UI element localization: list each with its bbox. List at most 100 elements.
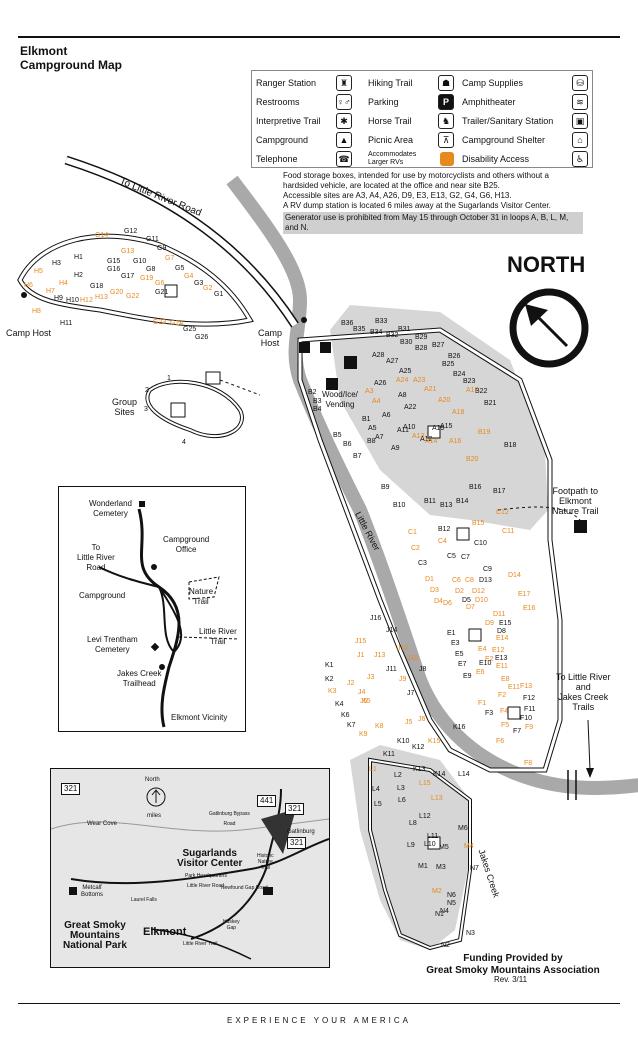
region-huskey: Huskey Gap [223,919,240,931]
campsite-label: B22 [475,388,488,395]
restroom-icon-c [456,527,470,541]
campsite-label: F7 [513,728,522,735]
region-north: North [145,777,160,783]
campsite-label: E14 [496,635,509,642]
restroom-icon: ♀♂ [336,94,352,110]
campsite-label: E10 [479,660,492,667]
campsite-label: F3 [485,710,494,717]
campsite-label: E17 [518,591,531,598]
campsite-label: D5 [462,597,471,604]
restroom-icon-g [164,284,178,298]
campsite-label: G1 [214,291,224,298]
supplies-icon: ⛁ [572,75,588,91]
campsite-label: B23 [463,378,476,385]
campsite-label: J6 [418,716,426,723]
campsite-label: E3 [451,640,460,647]
campsite-label: E13 [495,655,508,662]
campsite-label: K14 [433,771,446,778]
campsite-label: N2 [441,942,450,949]
campsite-label: J1 [357,652,365,659]
campsite-label: A12 [420,436,433,443]
restroom-icon-group [170,402,186,418]
campsite-label: G23 [153,319,167,326]
campsite-label: J10 [407,655,419,662]
legend-label: Campground Shelter [462,135,546,145]
campsite-label: J11 [386,666,397,673]
region-elkmont: Elkmont [143,926,187,938]
jakes-creek-trailhead-label: Jakes Creek Trailhead [117,669,162,688]
campsite-label: J3 [367,674,375,681]
campsite-label: J7 [407,690,415,697]
little-river-trail [587,719,591,771]
campsite-label: K16 [453,724,466,731]
campsite-label: L8 [409,820,417,827]
campsite-label: B27 [432,342,445,349]
top-rule [18,36,620,38]
legend-label: Horse Trail [368,116,412,126]
campsite-label: E11 [508,684,520,691]
supplies-icon-map [320,342,331,353]
campsite-label: B8 [367,438,376,445]
campsite-label: B14 [456,498,469,505]
levi-trentham-label: Levi Trentham Cemetery [87,635,138,654]
campsite-label: M4 [464,843,474,850]
amphitheater-icon: ≋ [572,94,588,110]
camp-host-left-marker [21,292,27,298]
campsite-label: B10 [393,502,406,509]
hiker-icon: ☗ [438,75,454,91]
region-gatlinburg-bypass: Gatlinburg Bypass Road [209,811,250,827]
wheelchair-icon: ♿ [572,151,588,167]
campsite-label: L1 [369,766,377,773]
campsite-label: B31 [398,326,411,333]
footer-tagline: EXPERIENCE YOUR AMERICA [227,1016,411,1025]
campsite-label: G15 [107,258,121,265]
campsite-label: F8 [524,760,533,767]
campsite-label: G14 [95,232,109,239]
wonderland-cemetery-label: Wonderland Cemetery [89,499,132,518]
campsite-label: N4 [440,908,449,915]
campsite-label: K4 [335,701,344,708]
campsite-label: A5 [368,425,377,432]
little-river-trails-label: To Little River and Jakes Creek Trails [556,672,611,712]
campsite-label: N6 [447,892,456,899]
legend-item: Telephone☎ [256,151,352,167]
legend-label: Restrooms [256,97,300,107]
campsite-label: G3 [194,280,204,287]
campsite-label: G20 [110,289,124,296]
campsite-label: C1 [408,529,417,536]
region-little-river-trail: Little River Trail [183,941,218,947]
legend-item: Accommodates Larger RVs [368,151,454,167]
campsite-label: G5 [175,265,185,272]
campsite-label: K7 [347,722,356,729]
orange-square-icon [440,152,454,166]
campsite-label: K6 [341,712,350,719]
legend-label: Telephone [256,154,298,164]
legend-label: Picnic Area [368,135,414,145]
legend-item: Amphitheater≋ [462,94,588,110]
inset-elkmont-vicinity: Wonderland Cemetery Campground Office To… [58,486,246,732]
campsite-label: E16 [523,605,536,612]
campsite-label: A10 [403,424,416,431]
legend-item: Camp Supplies⛁ [462,75,588,91]
region-sugarlands: Sugarlands Visitor Center [177,848,243,869]
campsite-label: A22 [404,404,417,411]
campsite-label: H10 [66,297,79,304]
campsite-label: K13 [413,766,426,773]
campsite-label: F9 [525,724,534,731]
group-sites-road [145,379,244,439]
campsite-label: A25 [399,368,412,375]
campsite-label: H3 [52,260,61,267]
campsite-label: F13 [520,683,533,690]
campsite-label: B16 [469,484,482,491]
note-generator: Generator use is prohibited from May 15 … [283,212,583,234]
campsite-label: K3 [328,688,337,695]
campsite-label: G8 [146,266,156,273]
campsite-label: A8 [398,392,407,399]
campsite-label: B6 [343,441,352,448]
restroom-icon-b [427,425,441,439]
region-park-hq: Park Headquarters [185,873,227,879]
group-site-3: 3 [144,406,148,413]
campsite-label: G2 [203,285,213,292]
campsite-label: N1 [435,911,444,918]
campsite-label: B21 [484,400,497,407]
